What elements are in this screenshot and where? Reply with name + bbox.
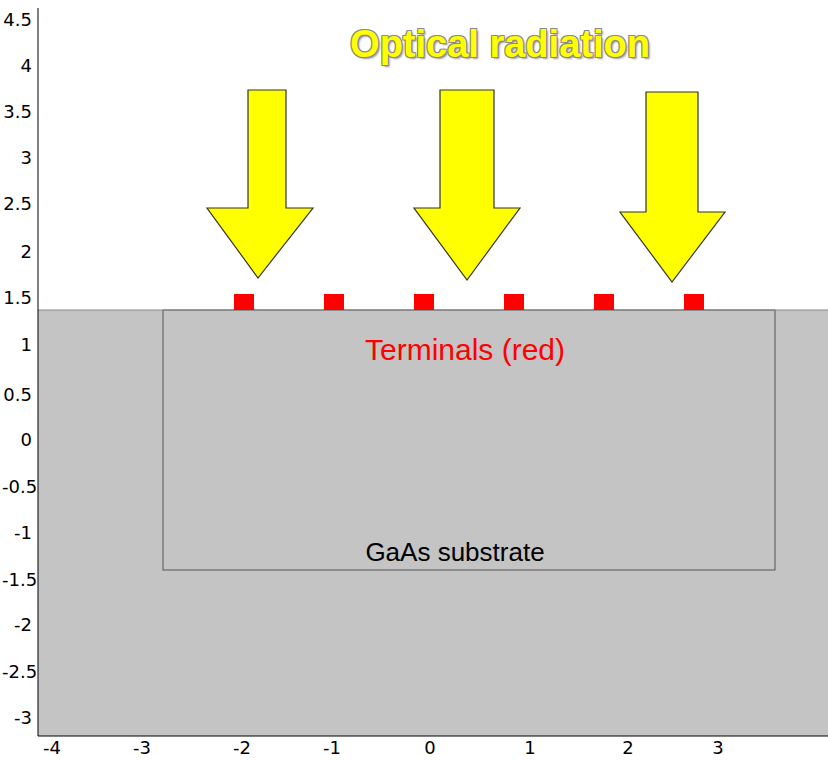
substrate-label: GaAs substrate: [365, 539, 544, 565]
y-axis: [38, 8, 39, 736]
y-tick-label: 4.5: [3, 11, 32, 29]
terminal: [504, 294, 524, 310]
light-arrow: [414, 90, 520, 280]
y-tick-label: -2.5: [2, 663, 37, 681]
x-tick-label: 3: [712, 739, 723, 757]
y-tick-label: -1.5: [2, 571, 37, 589]
terminal: [414, 294, 434, 310]
y-tick-label: -2: [14, 616, 32, 634]
x-tick-label: -1: [323, 739, 341, 757]
light-arrow: [620, 92, 725, 282]
inner-domain: [163, 310, 775, 570]
y-tick-label: 3: [21, 149, 32, 167]
x-axis: [38, 736, 828, 737]
y-tick-label: -3: [14, 709, 32, 727]
x-tick-label: -4: [43, 739, 61, 757]
plot-area: [38, 8, 828, 736]
y-tick-label: 3.5: [3, 103, 32, 121]
terminals-label: Terminals (red): [365, 335, 565, 365]
y-tick-label: 1.5: [3, 289, 32, 307]
light-arrows: [207, 90, 725, 282]
x-tick-label: -2: [233, 739, 251, 757]
x-tick-label: 1: [524, 739, 535, 757]
x-tick-label: 2: [622, 739, 633, 757]
y-tick-label: -1: [14, 524, 32, 542]
terminal: [684, 294, 704, 310]
x-tick-label: 0: [424, 739, 435, 757]
terminal: [324, 294, 344, 310]
y-tick-label: 2: [21, 243, 32, 261]
y-tick-label: 2.5: [3, 195, 32, 213]
title-label: Optical radiation: [350, 25, 650, 63]
y-tick-label: 1: [21, 336, 32, 354]
substrate-region: [38, 310, 828, 736]
y-tick-label: -0.5: [2, 478, 37, 496]
terminals: [234, 294, 704, 310]
terminal: [594, 294, 614, 310]
light-arrow: [207, 90, 313, 278]
terminal: [234, 294, 254, 310]
y-tick-label: 0.5: [3, 386, 32, 404]
y-tick-label: 4: [21, 57, 32, 75]
x-tick-label: -3: [133, 739, 151, 757]
y-tick-label: 0: [21, 431, 32, 449]
